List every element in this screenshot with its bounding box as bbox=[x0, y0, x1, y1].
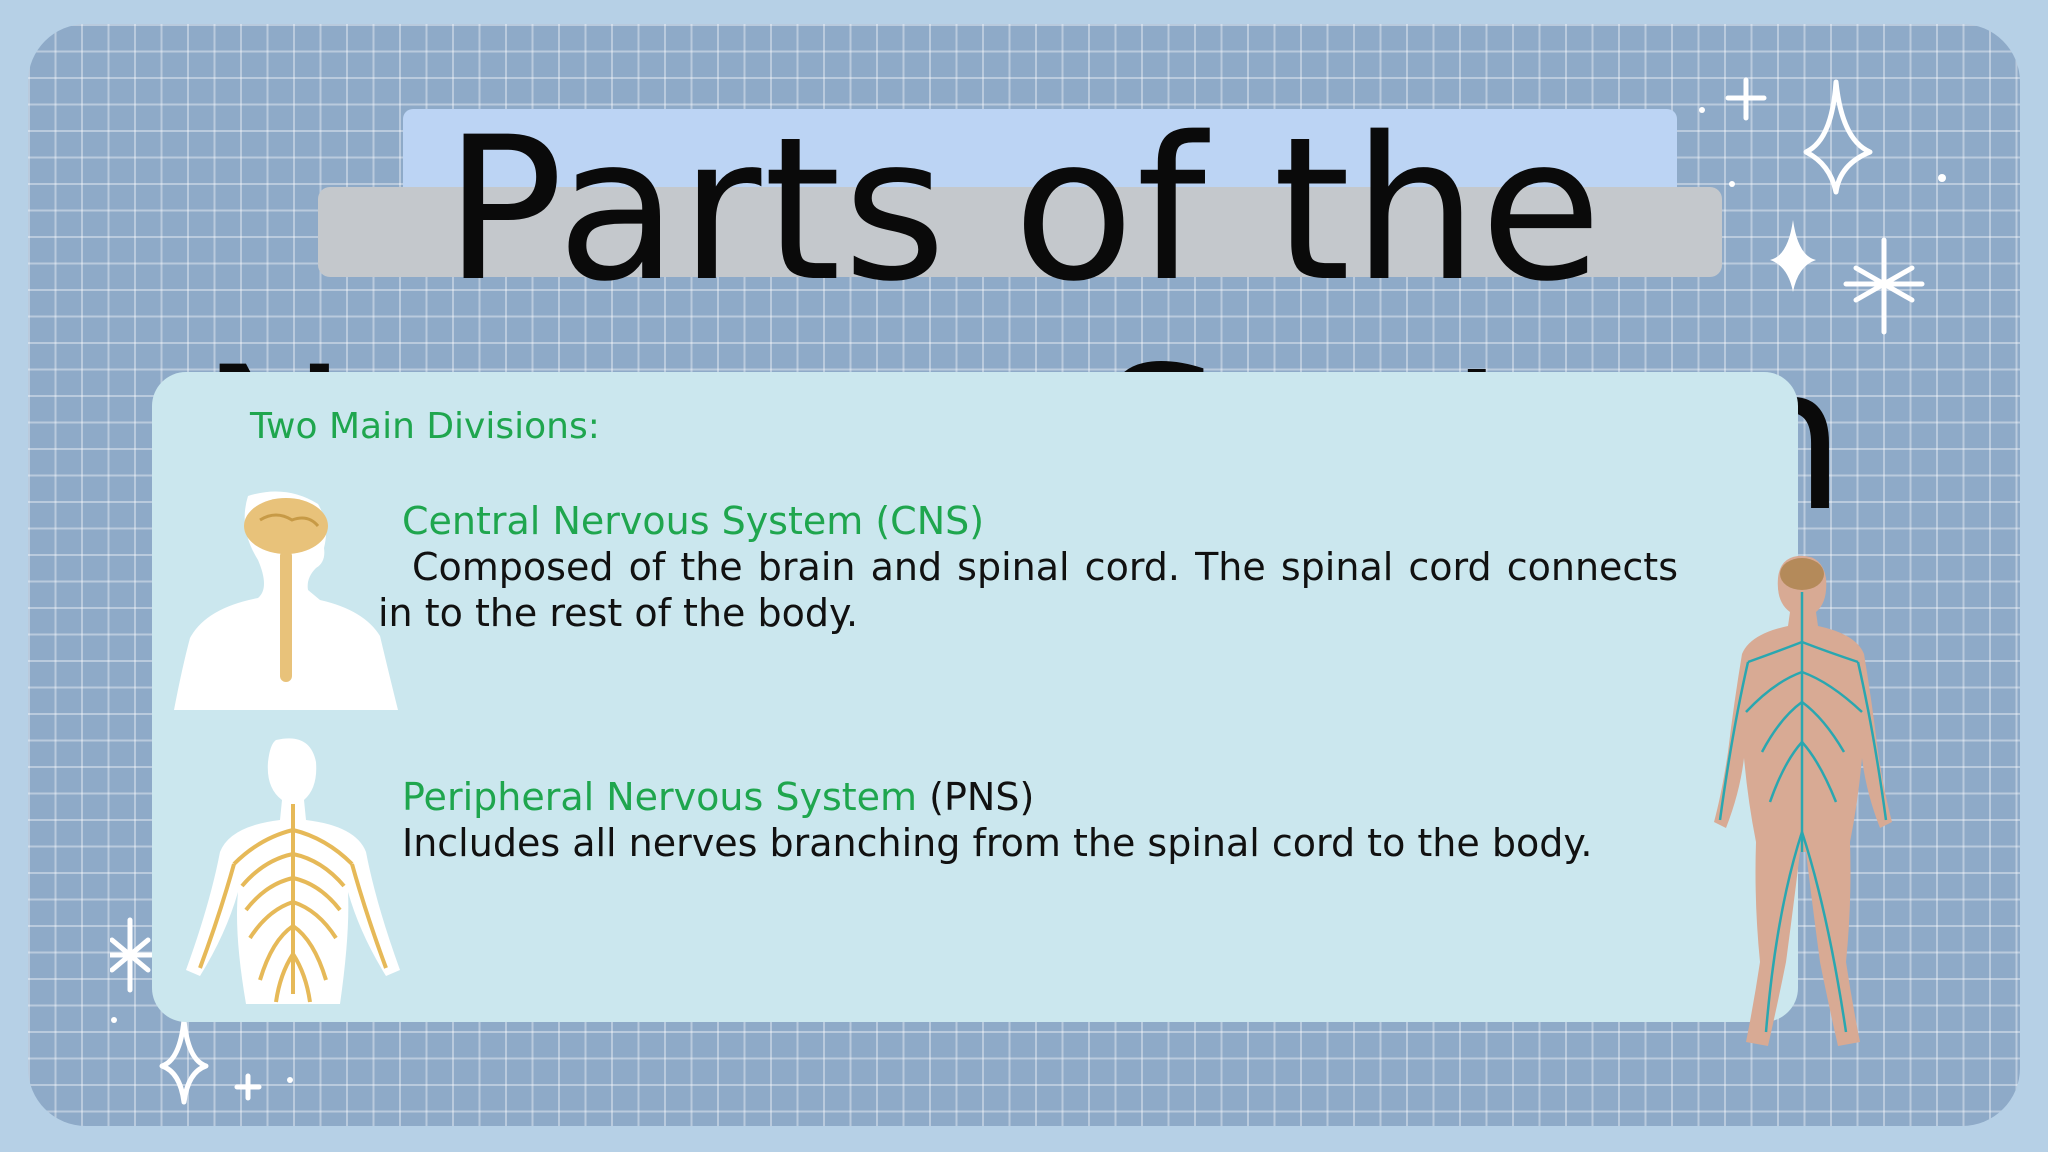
pns-figure-icon bbox=[186, 738, 400, 1004]
pns-title: Peripheral Nervous System (PNS) bbox=[402, 775, 1034, 819]
nervous-system-body-icon bbox=[1714, 555, 1892, 1046]
cns-description-line-2: in to the rest of the body. bbox=[378, 591, 859, 635]
cns-figure-icon bbox=[174, 491, 398, 710]
title-highlight-back bbox=[403, 109, 1677, 201]
title-line-1: Parts of the bbox=[444, 94, 1604, 325]
pns-title-label: Peripheral Nervous System bbox=[402, 775, 918, 819]
content-card bbox=[152, 372, 1798, 1022]
pns-abbreviation: (PNS) bbox=[917, 775, 1035, 819]
sparkle-icon bbox=[110, 917, 293, 1105]
pns-description: Includes all nerves branching from the s… bbox=[402, 821, 1593, 865]
sparkle-icon bbox=[1699, 77, 1946, 335]
title-highlight-front bbox=[318, 187, 1722, 277]
cns-description-line-1: Composed of the brain and spinal cord. T… bbox=[412, 545, 1678, 589]
cns-title: Central Nervous System (CNS) bbox=[402, 499, 985, 543]
divisions-heading: Two Main Divisions: bbox=[250, 406, 600, 447]
